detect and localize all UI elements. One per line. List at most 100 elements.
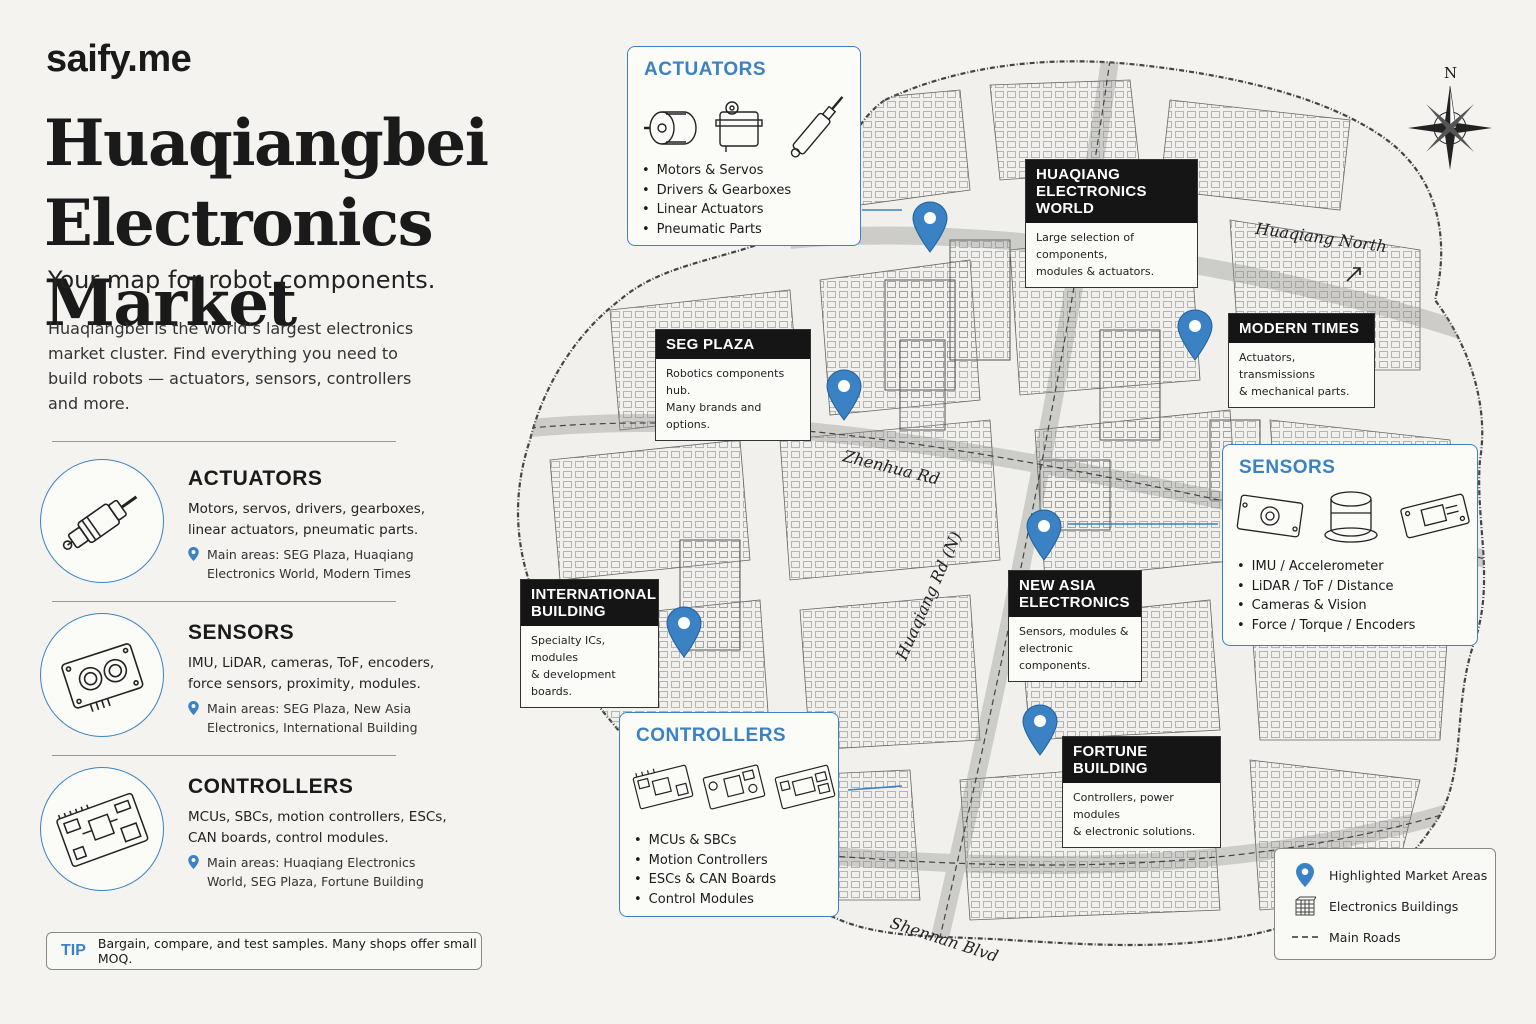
callout-item: Force / Torque / Encoders: [1237, 616, 1416, 636]
servo-icon: [715, 101, 763, 152]
map-pin-huaqiang-world: [912, 201, 948, 253]
category-areas: Main areas: SEG Plaza, New Asia Electron…: [188, 699, 458, 737]
market-description: Many brands and options.: [666, 401, 762, 431]
map-legend: Highlighted Market Areas Electronics Bui…: [1274, 848, 1496, 960]
map-pin-new-asia: [1026, 509, 1062, 561]
market-name: ELECTRONICS WORLD: [1036, 183, 1147, 217]
market-description: Specialty ICs, modules: [531, 634, 606, 664]
title-line-1: Huaqiangbei: [44, 106, 489, 181]
dashed-line-icon: [1292, 936, 1318, 938]
linear-actuator-icon: [790, 96, 844, 158]
category-title: ACTUATORS: [188, 467, 323, 490]
callout-actuators: ACTUATORS Motors & Servos Drivers & Gear…: [627, 46, 861, 246]
title-line-2: Electronics Market: [44, 186, 434, 341]
map-pin-international-building: [666, 606, 702, 658]
callout-item: Drivers & Gearboxes: [642, 181, 791, 201]
market-description: Actuators, transmissions: [1239, 351, 1316, 381]
tip-text: Bargain, compare, and test samples. Many…: [97, 936, 477, 966]
callout-item: Control Modules: [634, 890, 776, 910]
page-title: Huaqiangbei Electronics Market: [44, 104, 624, 344]
market-name: ELECTRONICS: [1019, 594, 1130, 611]
divider: [52, 755, 396, 756]
building-icon: [1295, 896, 1316, 916]
callout-list: IMU / Accelerometer LiDAR / ToF / Distan…: [1237, 557, 1416, 636]
market-name: MODERN TIMES: [1239, 320, 1360, 337]
divider: [52, 441, 396, 442]
category-actuators: ACTUATORS Motors, servos, drivers, gearb…: [40, 459, 460, 589]
legend-item: Highlighted Market Areas: [1291, 863, 1487, 887]
market-description: & electronic solutions.: [1073, 825, 1196, 838]
callout-list: Motors & Servos Drivers & Gearboxes Line…: [642, 161, 791, 239]
legend-label: Main Roads: [1329, 929, 1401, 945]
callout-item: Pneumatic Parts: [642, 220, 791, 240]
sensor-board-icon: [1400, 493, 1470, 539]
callout-item: LiDAR / ToF / Distance: [1237, 577, 1415, 597]
map-pin-icon: [188, 547, 199, 561]
market-label-modern-times[interactable]: MODERN TIMES Actuators, transmissions& m…: [1228, 313, 1375, 408]
callout-title: SENSORS: [1239, 457, 1336, 478]
callout-controllers: CONTROLLERS MCUs & SBCs Motion Controlle…: [619, 712, 839, 917]
callout-title: ACTUATORS: [644, 59, 767, 80]
category-title: CONTROLLERS: [188, 775, 354, 798]
category-description: Motors, servos, drivers, gearboxes, line…: [188, 501, 426, 538]
compass-north-label: N: [1444, 64, 1458, 82]
callout-item: Motors & Servos: [642, 161, 791, 181]
callout-item: IMU / Accelerometer: [1237, 557, 1415, 577]
map-pin-seg-plaza: [826, 369, 862, 421]
category-areas: Main areas: Huaqiang Electronics World, …: [188, 853, 458, 891]
legend-label: Electronics Buildings: [1329, 898, 1459, 914]
market-label-seg-plaza[interactable]: SEG PLAZA Robotics components hub.Many b…: [655, 329, 811, 441]
compass-icon: [1408, 85, 1492, 170]
market-description: modules & actuators.: [1036, 265, 1155, 278]
legend-label: Highlighted Market Areas: [1329, 867, 1488, 883]
category-controllers: CONTROLLERS MCUs, SBCs, motion controlle…: [40, 767, 460, 897]
imu-sensor-icon: [1236, 494, 1304, 538]
map-pin-icon: [188, 855, 199, 869]
brand-logo: saify.me: [46, 38, 192, 80]
motor-icon: [644, 111, 697, 145]
category-title: SENSORS: [188, 621, 295, 644]
market-label-fortune-building[interactable]: FORTUNE BUILDING Controllers, power modu…: [1062, 736, 1221, 848]
market-name: FORTUNE BUILDING: [1073, 743, 1148, 777]
category-areas-text: Main areas: SEG Plaza, Huaqiang Electron…: [207, 547, 414, 581]
callout-item: Linear Actuators: [642, 200, 791, 220]
callout-item: Cameras & Vision: [1237, 596, 1415, 616]
market-description: Controllers, power modules: [1073, 791, 1174, 821]
market-description: & development boards.: [531, 668, 616, 698]
market-description: electronic components.: [1019, 642, 1091, 672]
tagline: Your map for robot components.: [48, 266, 436, 294]
map-pin-fortune-building: [1022, 704, 1058, 756]
motion-controller-icon: [702, 764, 766, 810]
category-areas-text: Main areas: SEG Plaza, New Asia Electron…: [207, 701, 418, 735]
divider: [52, 601, 396, 602]
mcu-board-icon: [632, 764, 694, 810]
category-description: MCUs, SBCs, motion controllers, ESCs, CA…: [188, 809, 447, 846]
map-pin-icon: [1296, 863, 1314, 887]
linear-actuator-icon: [40, 459, 164, 583]
market-description: Sensors, modules &: [1019, 625, 1129, 638]
tip-box: TIP Bargain, compare, and test samples. …: [46, 932, 482, 970]
arrow-up-right-icon: [1346, 267, 1361, 282]
compass-rose: N: [1404, 64, 1496, 174]
callout-title: CONTROLLERS: [636, 725, 787, 746]
esc-board-icon: [774, 764, 836, 810]
market-name: BUILDING: [531, 603, 606, 620]
controller-board-icon: [40, 767, 164, 891]
category-areas: Main areas: SEG Plaza, Huaqiang Electron…: [188, 545, 458, 583]
market-name: INTERNATIONAL: [531, 586, 657, 603]
callout-item: Motion Controllers: [634, 851, 776, 871]
callout-sensors: SENSORS IMU / Accelerometer LiDAR / ToF …: [1222, 444, 1478, 646]
callout-item: ESCs & CAN Boards: [634, 870, 777, 890]
legend-item: Electronics Buildings: [1291, 894, 1458, 918]
map-pin-modern-times: [1177, 309, 1213, 361]
category-sensors: SENSORS IMU, LiDAR, cameras, ToF, encode…: [40, 613, 460, 743]
sensor-module-icon: [40, 613, 164, 737]
market-name: HUAQIANG: [1036, 166, 1121, 183]
category-description: IMU, LiDAR, cameras, ToF, encoders, forc…: [188, 655, 435, 692]
market-description: Large selection of components,: [1036, 231, 1134, 261]
market-name: NEW ASIA: [1019, 577, 1096, 594]
market-description: Robotics components hub.: [666, 367, 785, 397]
